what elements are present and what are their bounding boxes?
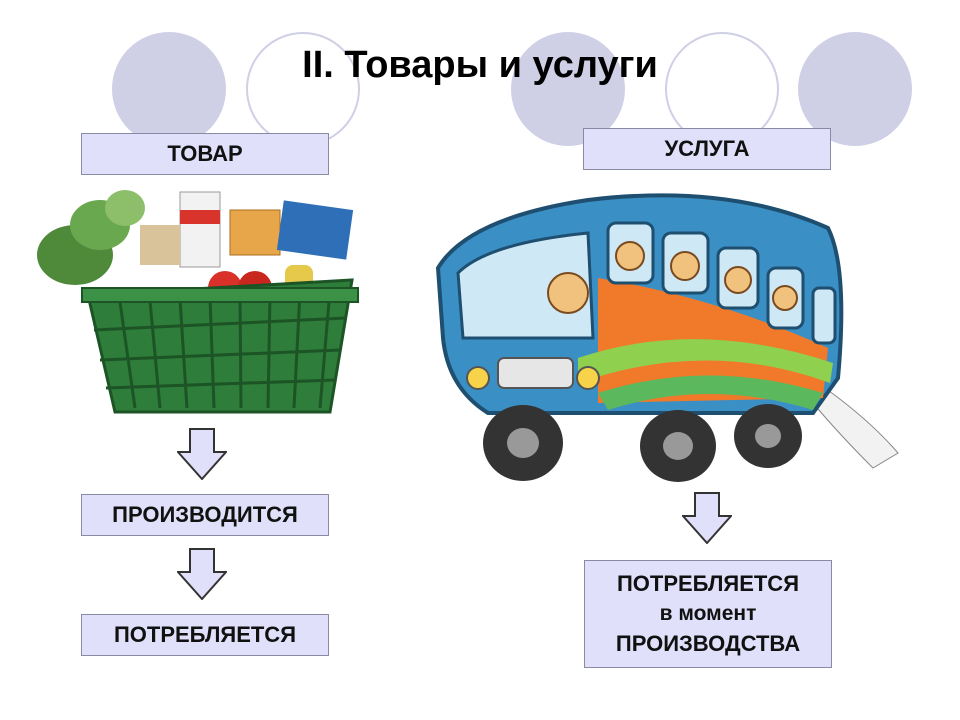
goods-heading: ТОВАР bbox=[81, 133, 329, 175]
decor-circle-5 bbox=[798, 32, 912, 146]
down-arrow-icon bbox=[682, 492, 732, 544]
service-consumed-result: ПОТРЕБЛЯЕТСЯ в момент ПРОИЗВОДСТВА bbox=[584, 560, 832, 668]
service-result-line-3: ПРОИЗВОДСТВА bbox=[615, 631, 801, 656]
slide-title: II. Товары и услуги bbox=[302, 44, 658, 86]
down-arrow-icon bbox=[177, 428, 227, 480]
decor-circle-2 bbox=[246, 32, 360, 146]
decor-circle-1 bbox=[112, 32, 226, 146]
service-result-line-2: в момент bbox=[659, 602, 757, 625]
decor-circle-3 bbox=[511, 32, 625, 146]
bus-icon bbox=[435, 193, 899, 482]
grocery-basket-icon bbox=[37, 190, 359, 414]
service-heading: УСЛУГА bbox=[583, 128, 831, 170]
service-result-line-1: ПОТРЕБЛЯЕТСЯ bbox=[616, 571, 800, 596]
goods-produced-step: ПРОИЗВОДИТСЯ bbox=[81, 494, 329, 536]
down-arrow-icon bbox=[177, 548, 227, 600]
goods-consumed-step: ПОТРЕБЛЯЕТСЯ bbox=[81, 614, 329, 656]
decor-circle-4 bbox=[665, 32, 779, 146]
